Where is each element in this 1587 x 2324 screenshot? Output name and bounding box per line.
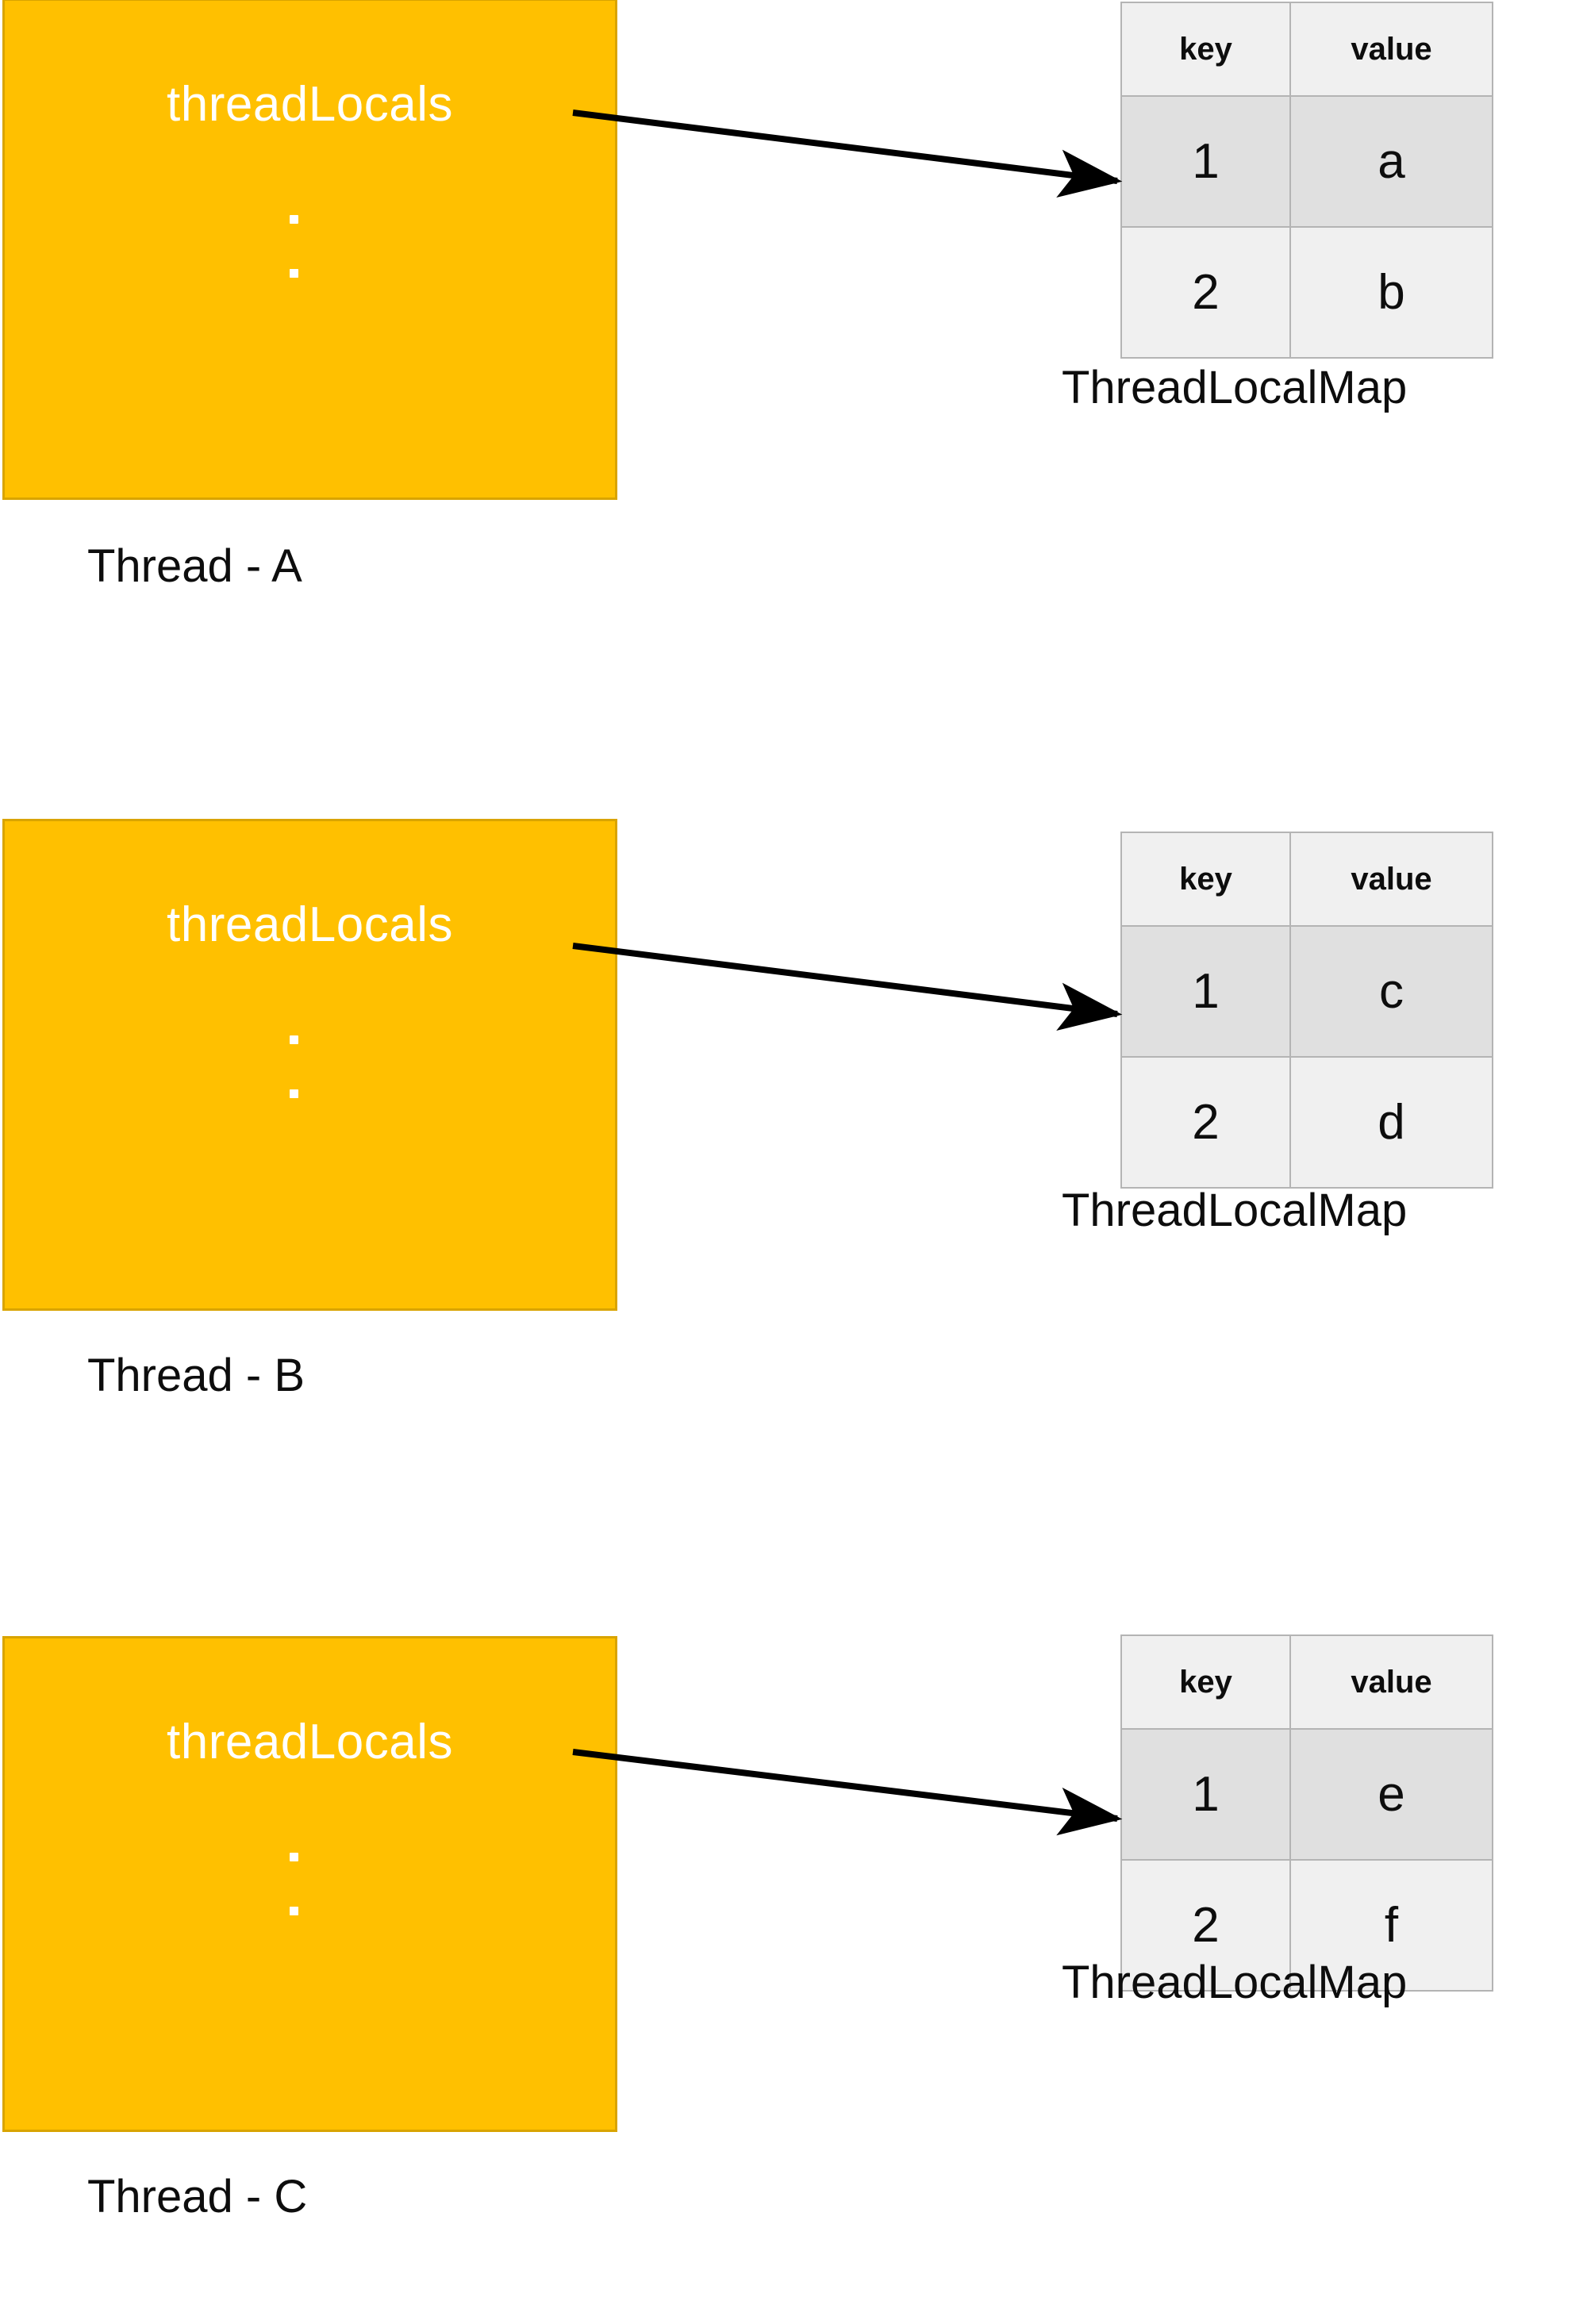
table-row: 2 f — [1120, 1859, 1493, 1992]
column-header-key: key — [1120, 2, 1291, 97]
thread-locals-label-a: threadLocals — [166, 77, 454, 132]
map-caption-c: ThreadLocalMap — [1062, 1957, 1408, 2008]
column-header-key: key — [1120, 1634, 1291, 1730]
cell-value: c — [1289, 925, 1493, 1058]
thread-local-map-table-a: key value 1 a 2 b — [1120, 2, 1493, 359]
table-row: 1 a — [1120, 95, 1493, 228]
cell-value: a — [1289, 95, 1493, 228]
table-row: 2 b — [1120, 226, 1493, 359]
table-row: 1 e — [1120, 1728, 1493, 1861]
ellipsis-dots-c — [5, 1853, 615, 1915]
cell-key: 1 — [1120, 1728, 1291, 1861]
thread-box-a: threadLocals — [2, 0, 617, 500]
column-header-value: value — [1289, 1634, 1493, 1730]
thread-locals-label-c: threadLocals — [166, 1715, 454, 1769]
arrow-thread-a-to-map — [572, 109, 1123, 198]
thread-local-map-table-b: key value 1 c 2 d — [1120, 832, 1493, 1189]
arrow-thread-c-to-map — [572, 1749, 1123, 1836]
arrow-thread-b-to-map — [572, 943, 1123, 1031]
thread-caption-b: Thread - B — [87, 1350, 305, 1401]
cell-key: 2 — [1120, 1859, 1291, 1992]
cell-value: f — [1289, 1859, 1493, 1992]
ellipsis-dots-b — [5, 1035, 615, 1098]
thread-box-c: threadLocals — [2, 1636, 617, 2132]
thread-local-map-table-c: key value 1 e 2 f — [1120, 1634, 1493, 1992]
ellipsis-dots-a — [5, 215, 615, 278]
table-header-row: key value — [1120, 1634, 1493, 1730]
cell-value: d — [1289, 1056, 1493, 1189]
map-caption-a: ThreadLocalMap — [1062, 362, 1408, 413]
column-header-value: value — [1289, 2, 1493, 97]
table-header-row: key value — [1120, 2, 1493, 97]
thread-box-b: threadLocals — [2, 819, 617, 1311]
thread-caption-c: Thread - C — [87, 2171, 308, 2222]
thread-locals-label-b: threadLocals — [166, 897, 454, 952]
cell-value: b — [1289, 226, 1493, 359]
table-row: 1 c — [1120, 925, 1493, 1058]
map-caption-b: ThreadLocalMap — [1062, 1185, 1408, 1236]
table-row: 2 d — [1120, 1056, 1493, 1189]
table-header-row: key value — [1120, 832, 1493, 927]
cell-key: 2 — [1120, 1056, 1291, 1189]
cell-key: 1 — [1120, 95, 1291, 228]
cell-key: 2 — [1120, 226, 1291, 359]
column-header-value: value — [1289, 832, 1493, 927]
thread-caption-a: Thread - A — [87, 540, 302, 592]
cell-value: e — [1289, 1728, 1493, 1861]
cell-key: 1 — [1120, 925, 1291, 1058]
column-header-key: key — [1120, 832, 1291, 927]
